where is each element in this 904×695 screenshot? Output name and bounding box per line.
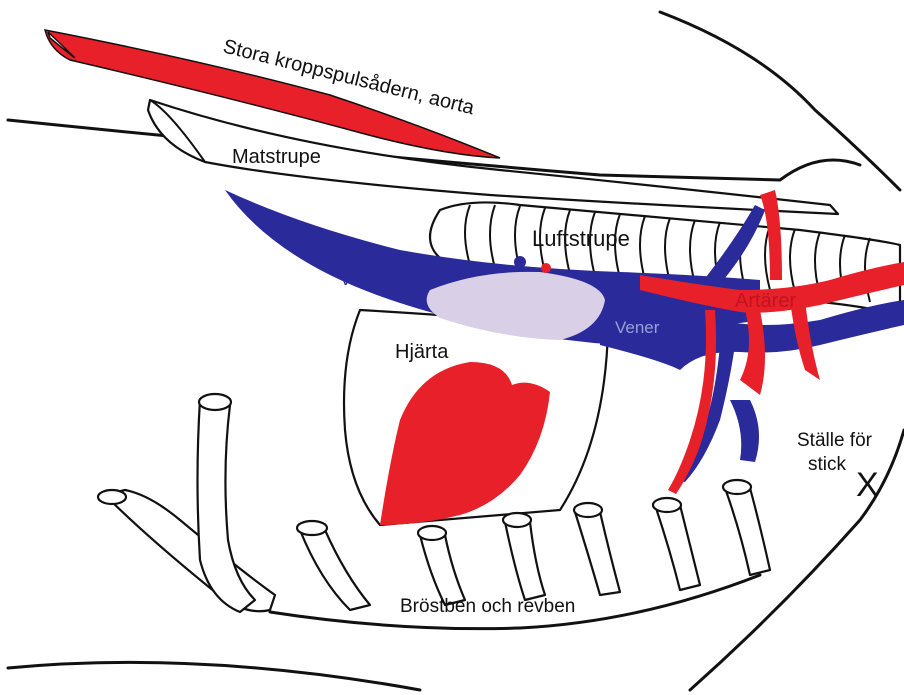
injection-mark: X: [856, 466, 879, 504]
label-injection-site-line2: stick: [808, 454, 847, 475]
vein-lower-cluster: [730, 400, 759, 462]
body-lower-outline: [8, 662, 420, 690]
label-trachea: Luftstrupe: [532, 226, 630, 251]
vein-small-dot: [514, 256, 526, 268]
artery-small-dot: [541, 263, 551, 273]
label-sternum-ribs: Bröstben och revben: [400, 596, 575, 617]
label-heart: Hjärta: [395, 341, 449, 363]
neck-outline: [660, 12, 900, 190]
label-arteries: Artärer: [735, 290, 796, 312]
label-veins-left: Vener: [340, 270, 385, 289]
label-veins-right: Vener: [615, 318, 660, 337]
label-injection-site-line1: Ställe för: [797, 430, 873, 451]
label-esophagus: Matstrupe: [232, 146, 321, 168]
artery-down-mid: [740, 310, 765, 395]
